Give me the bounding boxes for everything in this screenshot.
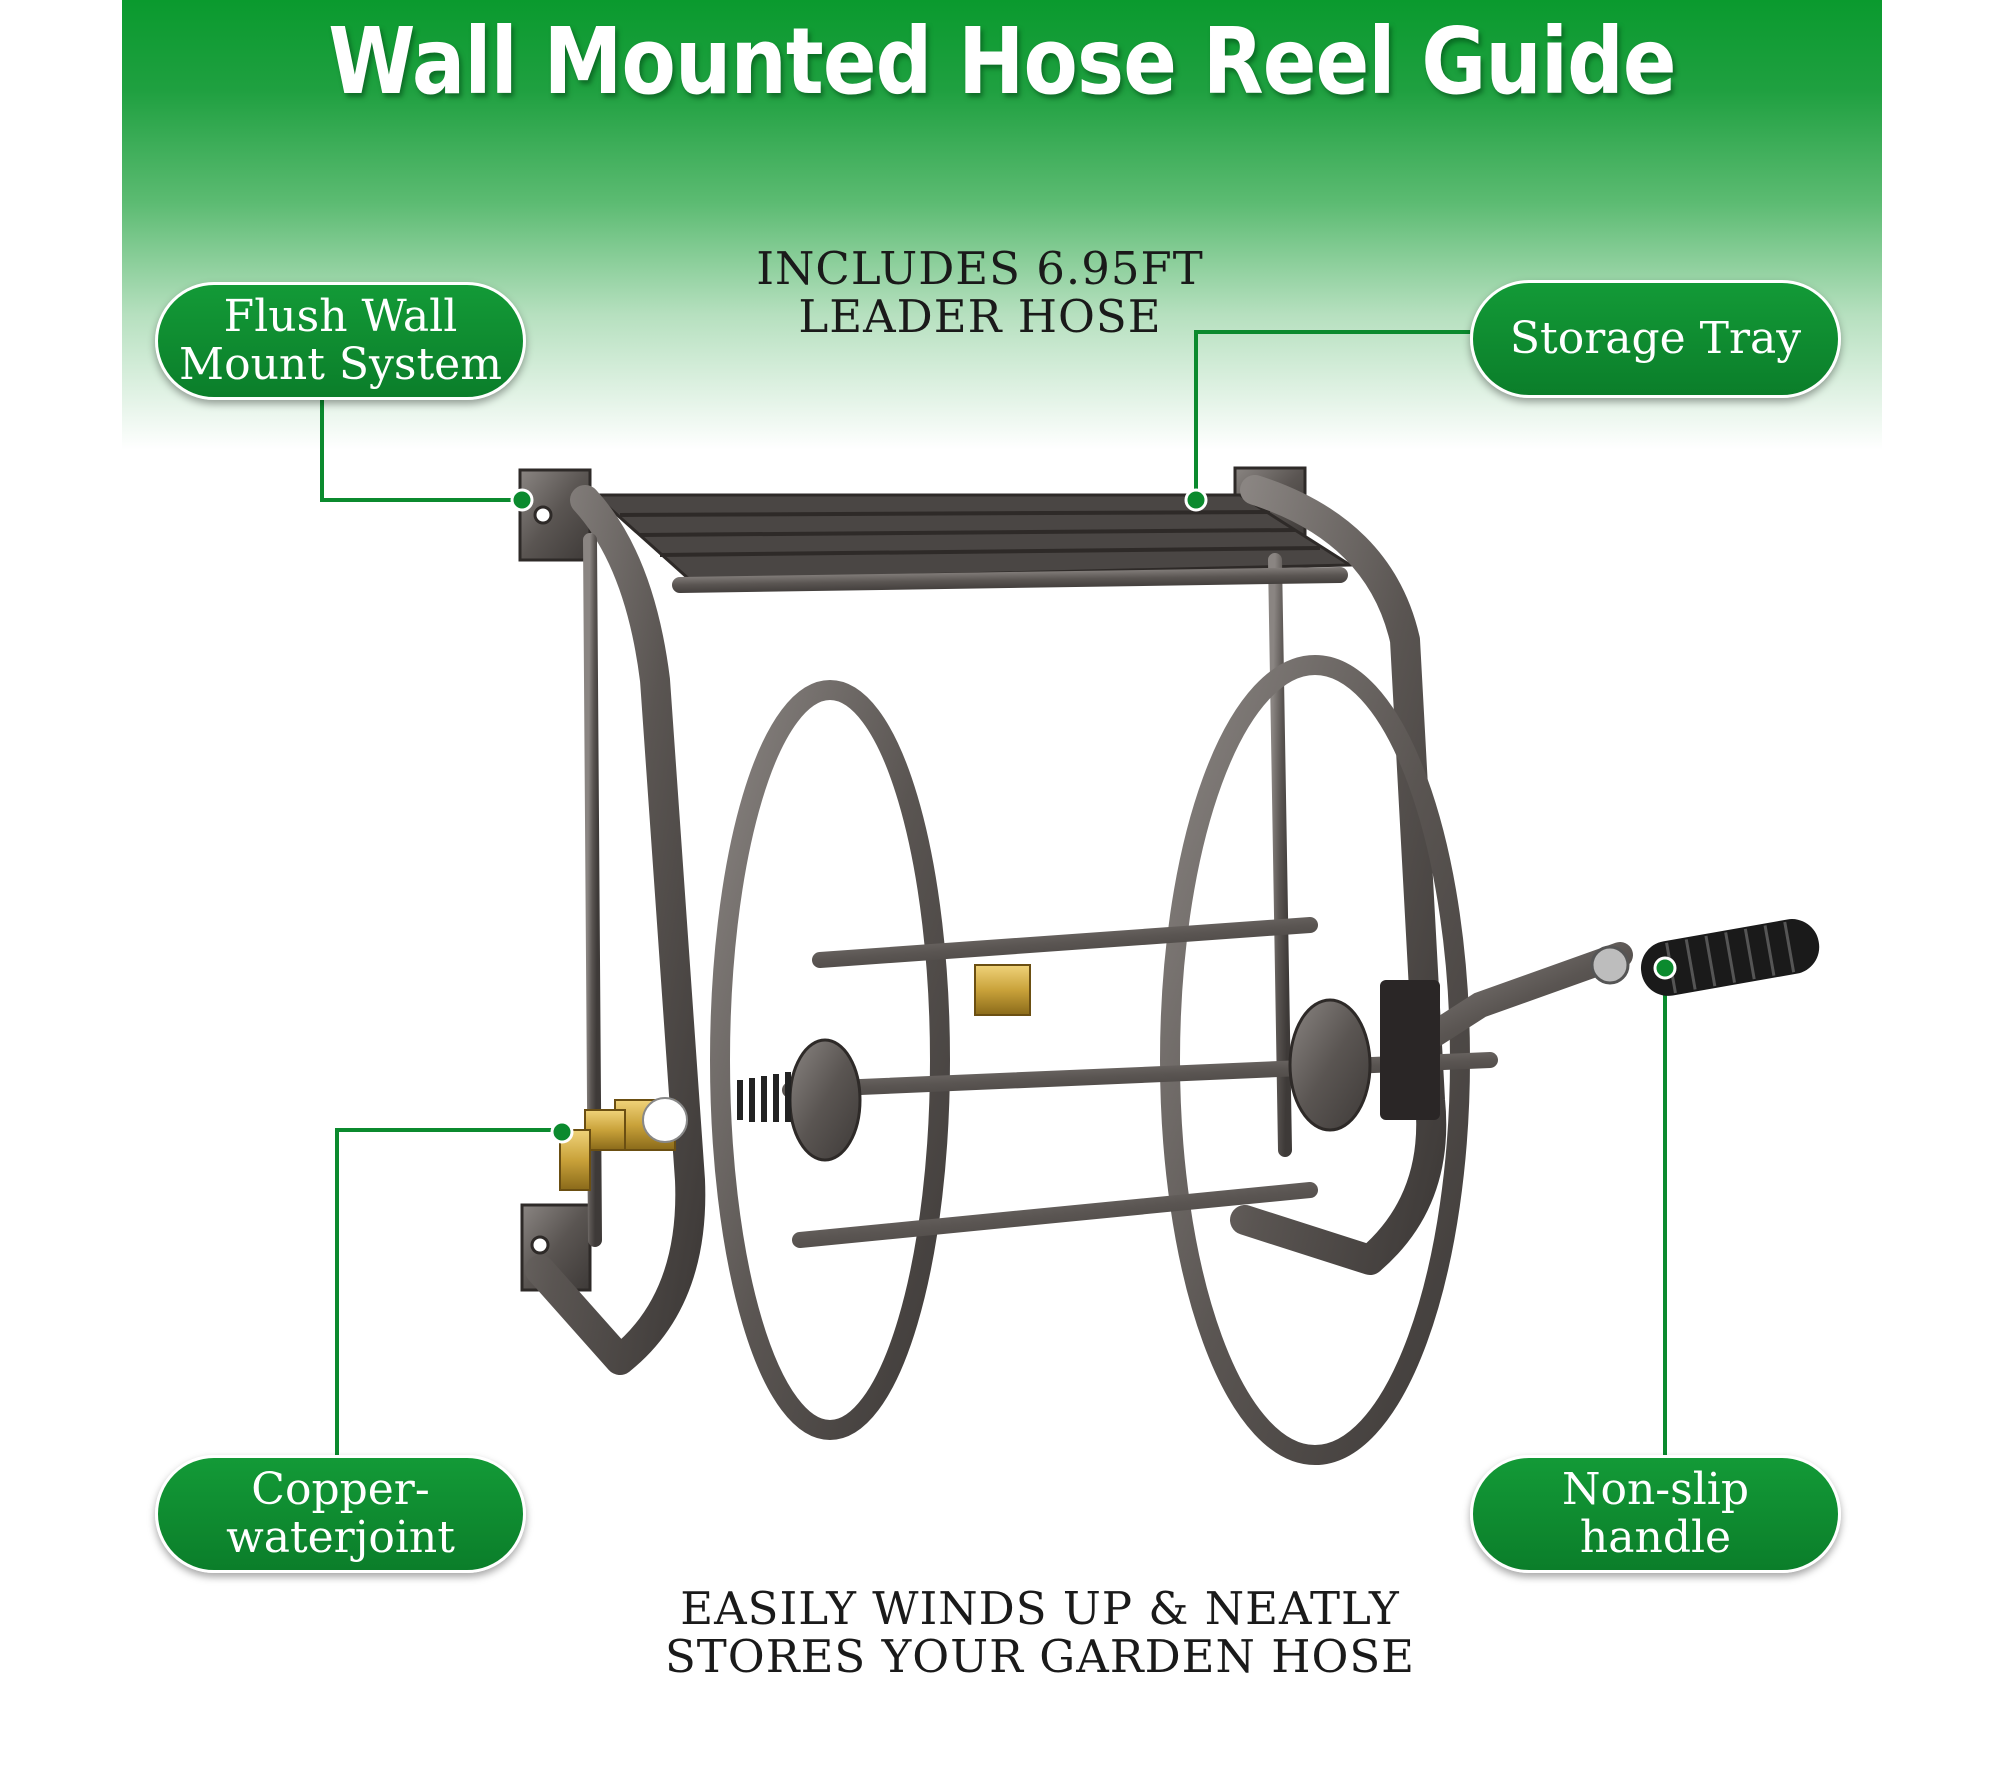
copper-joint-leader-line <box>335 1128 562 1455</box>
right-upright <box>1268 553 1292 1157</box>
storage-tray-text: Storage Tray <box>1509 313 1802 364</box>
flush-mount-text: Flush Wall Mount System <box>179 291 502 390</box>
left-wheel <box>710 680 950 1440</box>
front-top-rail <box>672 567 1348 593</box>
copper-water-joint <box>559 964 1031 1191</box>
winding-caption: EASILY WINDS UP & NEATLY STORES YOUR GAR… <box>600 1585 1480 1681</box>
flush-mount-leader-line <box>320 394 520 502</box>
leader-hose-caption: INCLUDES 6.95FT LEADER HOSE <box>720 245 1240 341</box>
hubs <box>788 998 1372 1162</box>
copper-joint-text: Copper- waterjoint <box>226 1464 455 1563</box>
keyhole-icon <box>533 505 553 525</box>
right-frame-arm <box>1230 475 1447 1275</box>
page-title: Wall Mounted Hose Reel Guide <box>328 8 1676 115</box>
flush-mount-dot <box>510 488 534 512</box>
drum-rods <box>782 917 1498 1248</box>
spring <box>737 1072 791 1122</box>
winding-caption-line-1: EASILY WINDS UP & NEATLY <box>680 1582 1400 1635</box>
storage-tray-leader-line <box>1194 330 1470 498</box>
storage-tray-label: Storage Tray <box>1470 280 1841 398</box>
callout-lines <box>320 330 1667 1455</box>
handle-text: Non-slip handle <box>1561 1464 1750 1563</box>
frame <box>525 475 1447 1375</box>
winding-caption-line-2: STORES YOUR GARDEN HOSE <box>664 1630 1416 1683</box>
crank-handle <box>1380 919 1820 1120</box>
left-frame-arm <box>525 485 706 1375</box>
storage-tray <box>591 493 1355 582</box>
copper-joint-dot <box>550 1120 574 1144</box>
handle-dot <box>1653 956 1677 980</box>
keyhole-icon <box>530 1235 550 1255</box>
flush-mount-label: Flush Wall Mount System <box>155 282 526 400</box>
storage-tray-dot <box>1184 488 1208 512</box>
leader-hose-caption-line-1: INCLUDES 6.95FT <box>756 242 1204 295</box>
callout-dots <box>510 488 1677 1144</box>
copper-joint-label: Copper- waterjoint <box>155 1455 526 1573</box>
leader-hose-caption-line-2: LEADER HOSE <box>798 290 1162 343</box>
handle-label: Non-slip handle <box>1470 1455 1841 1573</box>
